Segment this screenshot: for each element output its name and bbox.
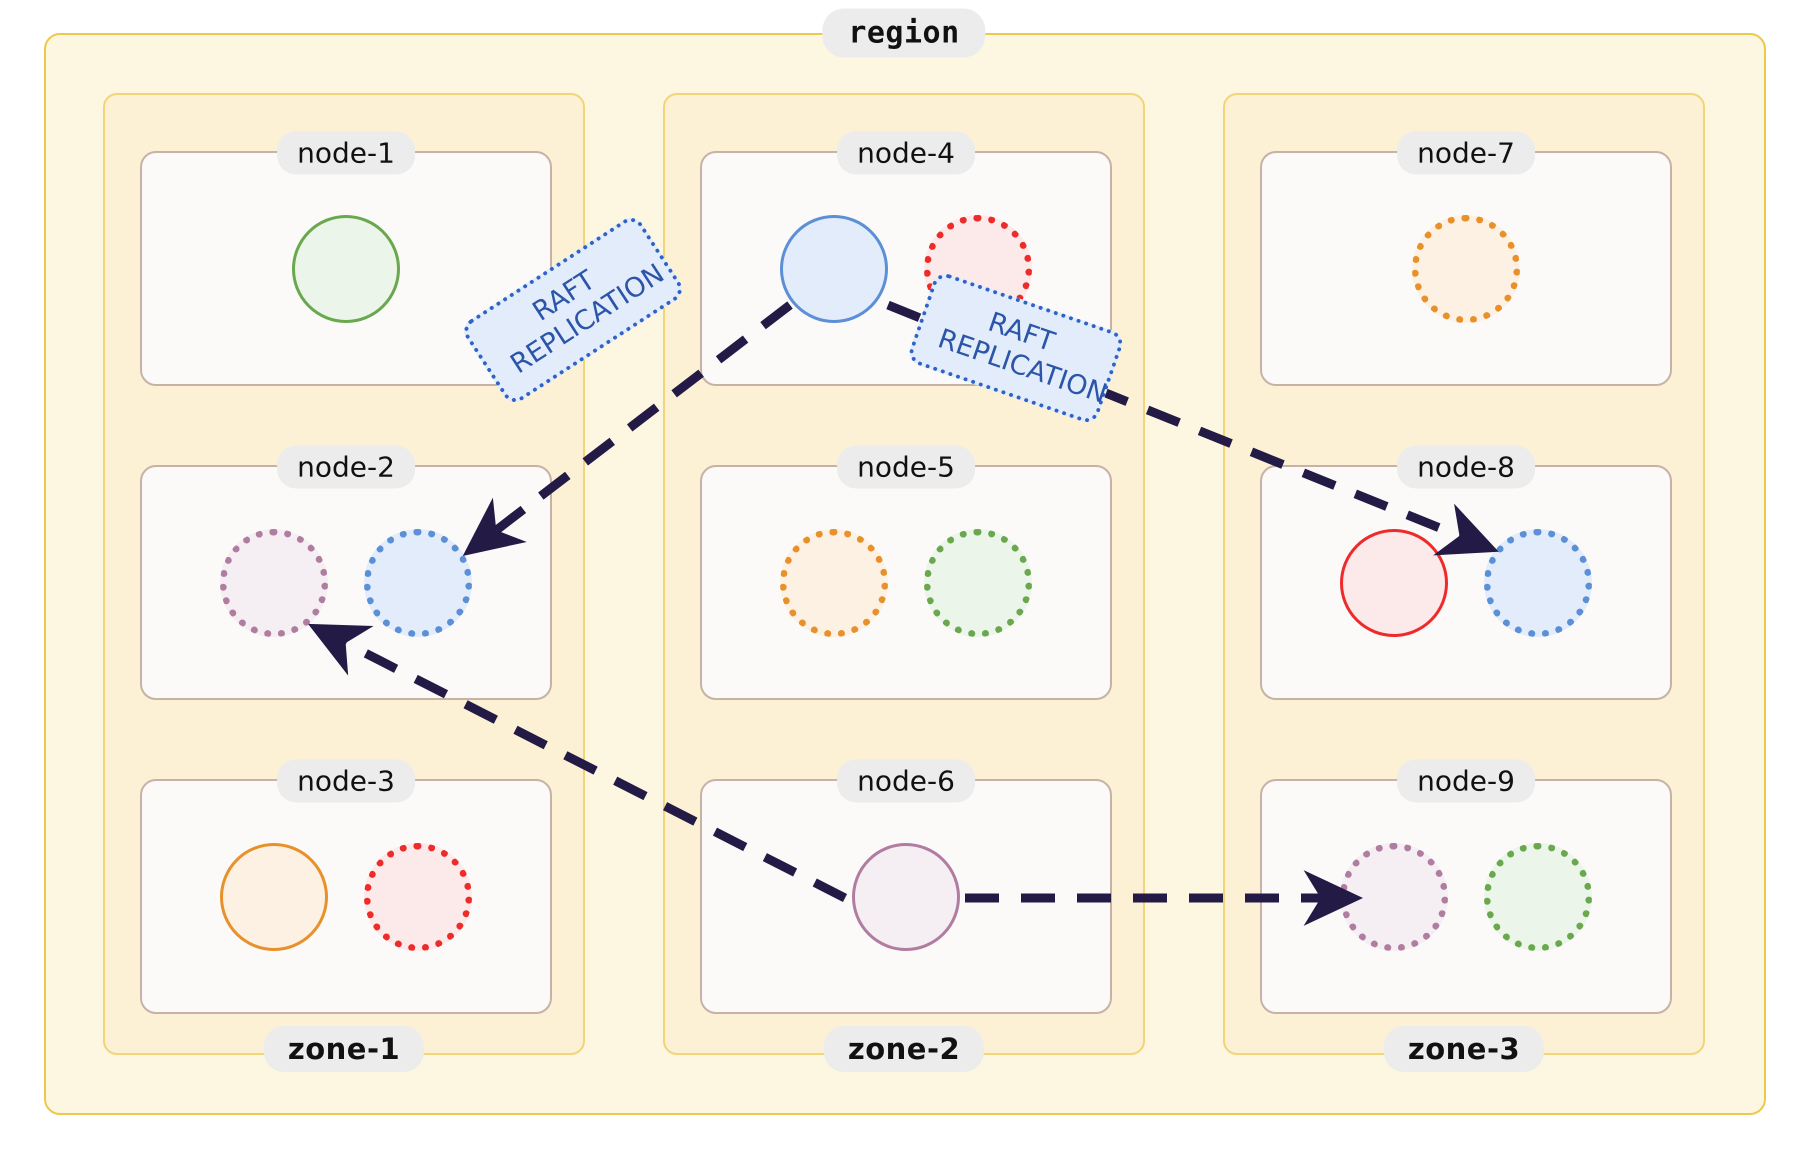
shard-red-solid[interactable] xyxy=(1340,528,1448,637)
shard-group-node-5 xyxy=(702,528,1110,637)
zone-container-2: zone-2 node-4 node-5 node-6 xyxy=(663,93,1145,1072)
shard-group-node-6 xyxy=(702,842,1110,951)
shard-group-node-9 xyxy=(1262,842,1670,951)
node-label-node-9: node-9 xyxy=(1397,759,1535,803)
shard-green-dotted[interactable] xyxy=(1484,842,1592,951)
node-container-node-6[interactable]: node-6 xyxy=(700,759,1112,1014)
node-label-node-7: node-7 xyxy=(1397,131,1535,175)
shard-purple-dotted[interactable] xyxy=(220,528,328,637)
shard-group-node-8 xyxy=(1262,528,1670,637)
shard-orange-dotted[interactable] xyxy=(780,528,888,637)
node-container-node-1[interactable]: node-1 xyxy=(140,131,552,386)
node-container-node-9[interactable]: node-9 xyxy=(1260,759,1672,1014)
shard-blue-dotted[interactable] xyxy=(1484,528,1592,637)
region-label: region xyxy=(822,8,986,58)
node-container-node-2[interactable]: node-2 xyxy=(140,445,552,700)
shard-group-node-7 xyxy=(1262,214,1670,323)
shard-group-node-3 xyxy=(142,842,550,951)
node-label-node-8: node-8 xyxy=(1397,445,1535,489)
node-label-node-4: node-4 xyxy=(837,131,975,175)
shard-red-dotted[interactable] xyxy=(364,842,472,951)
zone-label-2: zone-2 xyxy=(823,1026,985,1072)
shard-green-solid[interactable] xyxy=(292,214,400,323)
node-container-node-5[interactable]: node-5 xyxy=(700,445,1112,700)
node-container-node-7[interactable]: node-7 xyxy=(1260,131,1672,386)
shard-purple-solid[interactable] xyxy=(852,842,960,951)
node-label-node-3: node-3 xyxy=(277,759,415,803)
shard-blue-dotted[interactable] xyxy=(364,528,472,637)
shard-orange-solid[interactable] xyxy=(220,842,328,951)
zone-container-3: zone-3 node-7 node-8 node-9 xyxy=(1223,93,1705,1072)
zone-container-1: zone-1 node-1 node-2 node-3 xyxy=(103,93,585,1072)
shard-orange-dotted[interactable] xyxy=(1412,214,1520,323)
shard-group-node-1 xyxy=(142,214,550,323)
shard-group-node-4 xyxy=(702,214,1110,323)
node-label-node-2: node-2 xyxy=(277,445,415,489)
shard-group-node-2 xyxy=(142,528,550,637)
node-label-node-6: node-6 xyxy=(837,759,975,803)
node-container-node-8[interactable]: node-8 xyxy=(1260,445,1672,700)
shard-blue-solid[interactable] xyxy=(780,214,888,323)
shard-green-dotted[interactable] xyxy=(924,528,1032,637)
shard-purple-dotted[interactable] xyxy=(1340,842,1448,951)
zone-label-1: zone-1 xyxy=(263,1026,425,1072)
node-container-node-3[interactable]: node-3 xyxy=(140,759,552,1014)
node-label-node-1: node-1 xyxy=(277,131,415,175)
node-label-node-5: node-5 xyxy=(837,445,975,489)
zone-label-3: zone-3 xyxy=(1383,1026,1545,1072)
